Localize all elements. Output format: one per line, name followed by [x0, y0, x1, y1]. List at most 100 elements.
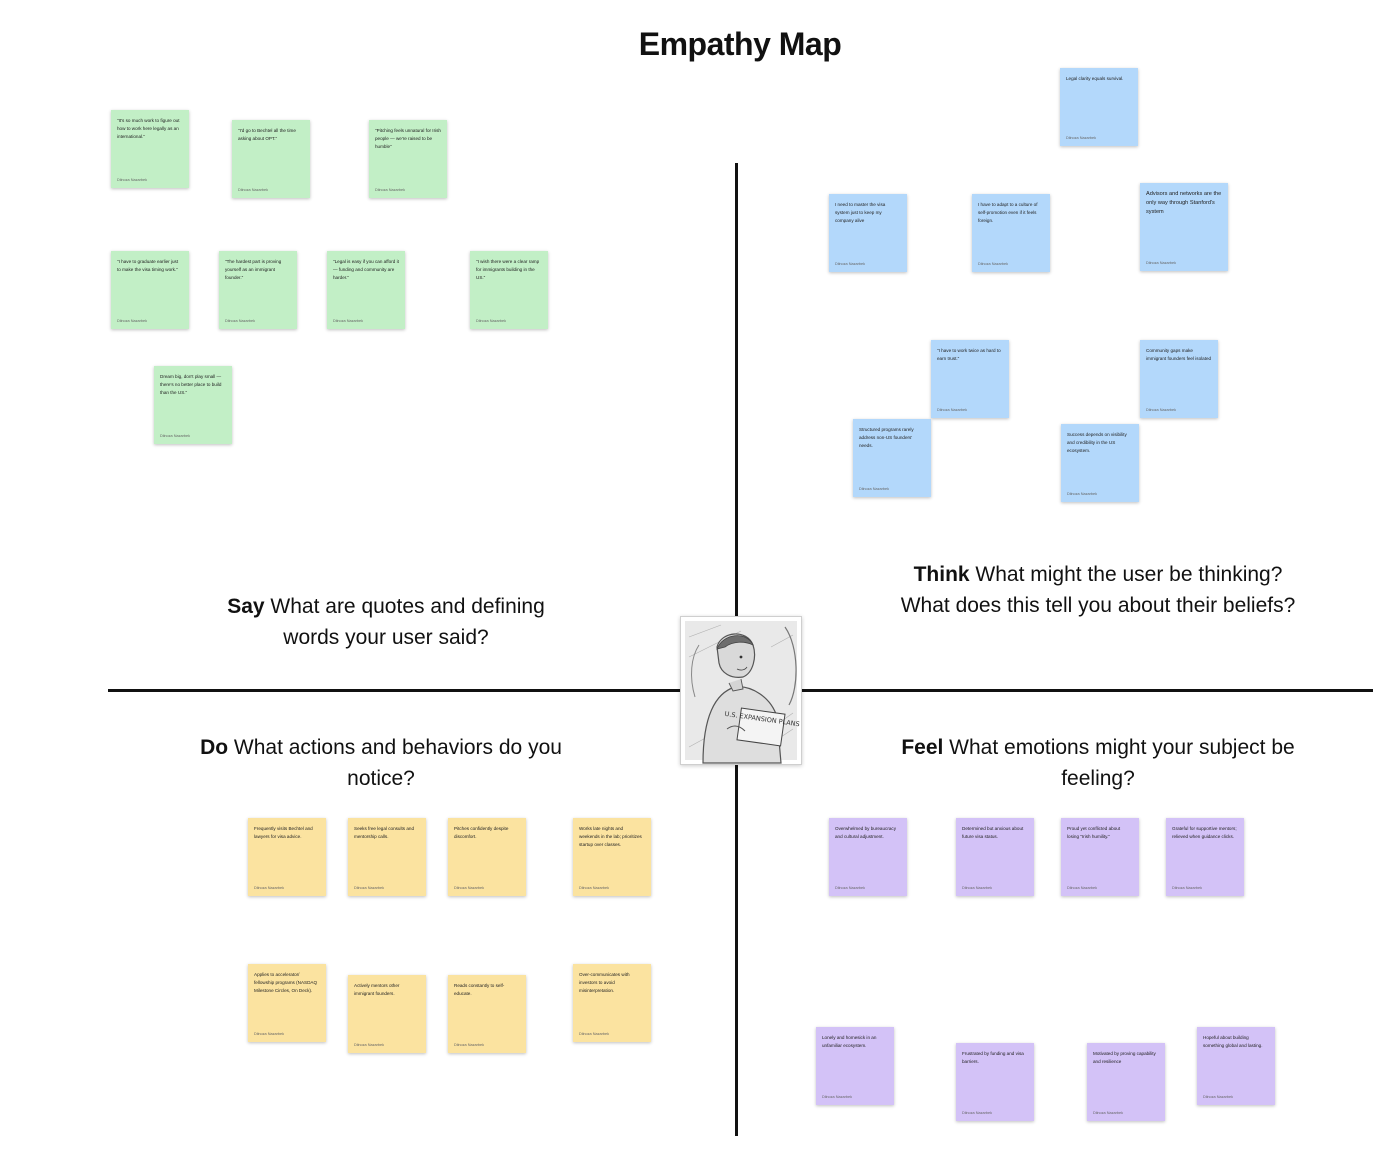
do-label-text: What actions and behaviors do you notice…	[228, 736, 562, 790]
think-note[interactable]: I need to master the visa system just to…	[829, 194, 907, 272]
note-text: "It's so much work to figure out how to …	[117, 118, 180, 139]
note-text: "Pitching feels unnatural for Irish peop…	[375, 128, 441, 149]
note-text: Dream big, don't play small — there's no…	[160, 374, 222, 395]
note-author: Dilnoza Nazarbek	[254, 1032, 284, 1036]
think-note[interactable]: Advisors and networks are the only way t…	[1140, 183, 1228, 271]
do-note[interactable]: Actively mentors other immigrant founder…	[348, 975, 426, 1053]
do-note[interactable]: Frequently visits Bechtel and lawyers fo…	[248, 818, 326, 896]
feel-note[interactable]: Overwhelmed by bureaucracy and cultural …	[829, 818, 907, 896]
note-author: Dilnoza Nazarbek	[962, 1111, 992, 1115]
note-text: Proud yet conflicted about losing "Irish…	[1067, 826, 1121, 839]
note-text: Grateful for supportive mentors; relieve…	[1172, 826, 1237, 839]
think-label-text: What might the user be thinking? What do…	[900, 563, 1296, 617]
note-author: Dilnoza Nazarbek	[822, 1095, 852, 1099]
feel-label-bold: Feel	[901, 736, 944, 759]
think-note[interactable]: Success depends on visibility and credib…	[1061, 424, 1139, 502]
note-author: Dilnoza Nazarbek	[454, 1043, 484, 1047]
note-text: Pitches confidently despite discomfort.	[454, 826, 509, 839]
do-note[interactable]: Pitches confidently despite discomfort. D…	[448, 818, 526, 896]
note-author: Dilnoza Nazarbek	[476, 319, 506, 323]
note-author: Dilnoza Nazarbek	[1067, 886, 1097, 890]
note-text: Seeks free legal consults and mentorship…	[354, 826, 415, 839]
note-text: Advisors and networks are the only way t…	[1146, 191, 1222, 215]
do-note[interactable]: Over-communicates with investors to avoi…	[573, 964, 651, 1042]
note-author: Dilnoza Nazarbek	[354, 1043, 384, 1047]
note-author: Dilnoza Nazarbek	[254, 886, 284, 890]
page-title: Empathy Map	[638, 26, 842, 62]
note-author: Dilnoza Nazarbek	[333, 319, 363, 323]
note-text: Motivated by proving capability and resi…	[1093, 1051, 1156, 1064]
feel-note[interactable]: Hopeful about building something global …	[1197, 1027, 1275, 1105]
feel-label: Feel What emotions might your subject be…	[900, 732, 1296, 794]
think-note[interactable]: Legal clarity equals survival.Dilnoza Na…	[1060, 68, 1138, 146]
say-label-text: What are quotes and defining words your …	[264, 595, 545, 649]
note-author: Dilnoza Nazarbek	[937, 408, 967, 412]
note-text: Applies to accelerator/ fellowship progr…	[254, 972, 318, 993]
note-author: Dilnoza Nazarbek	[160, 434, 190, 438]
note-author: Dilnoza Nazarbek	[859, 487, 889, 491]
note-text: Lonely and homesick in an unfamiliar eco…	[822, 1035, 877, 1048]
say-note[interactable]: "I'd go to Bechtel all the time asking a…	[232, 120, 310, 198]
note-text: Hopeful about building something global …	[1203, 1035, 1263, 1048]
think-note[interactable]: "I have to work twice as hard to earn tr…	[931, 340, 1009, 418]
horizontal-axis-left	[108, 689, 680, 692]
do-note[interactable]: Seeks free legal consults and mentorship…	[348, 818, 426, 896]
note-author: Dilnoza Nazarbek	[1172, 886, 1202, 890]
note-author: Dilnoza Nazarbek	[117, 319, 147, 323]
say-note[interactable]: "It's so much work to figure out how to …	[111, 110, 189, 188]
note-author: Dilnoza Nazarbek	[1093, 1111, 1123, 1115]
note-author: Dilnoza Nazarbek	[225, 319, 255, 323]
horizontal-axis-right	[800, 689, 1373, 692]
note-text: Community gaps make immigrant founders f…	[1146, 348, 1212, 361]
think-note[interactable]: Community gaps make immigrant founders f…	[1140, 340, 1218, 418]
say-note[interactable]: "The hardest part is proving yourself as…	[219, 251, 297, 329]
say-note[interactable]: "Pitching feels unnatural for Irish peop…	[369, 120, 447, 198]
say-note[interactable]: "Legal is easy if you can afford it — fu…	[327, 251, 405, 329]
think-label-bold: Think	[913, 563, 970, 586]
feel-note[interactable]: Determined but anxious about future visa…	[956, 818, 1034, 896]
note-author: Dilnoza Nazarbek	[375, 188, 405, 192]
feel-note[interactable]: Motivated by proving capability and resi…	[1087, 1043, 1165, 1121]
note-text: Over-communicates with investors to avoi…	[579, 972, 630, 993]
note-text: Determined but anxious about future visa…	[962, 826, 1024, 839]
note-author: Dilnoza Nazarbek	[1067, 492, 1097, 496]
note-author: Dilnoza Nazarbek	[579, 886, 609, 890]
do-note[interactable]: Reads constantly to self-educate. Dilnoza…	[448, 975, 526, 1053]
say-note[interactable]: "I have to graduate earlier just to make…	[111, 251, 189, 329]
note-author: Dilnoza Nazarbek	[117, 178, 147, 182]
persona-portrait[interactable]: U.S. EXPANSION PLANS	[680, 616, 802, 765]
do-note[interactable]: Works late nights and weekends in the la…	[573, 818, 651, 896]
note-text: I have to adapt to a culture of self-pro…	[978, 202, 1038, 223]
feel-note[interactable]: Grateful for supportive mentors; relieve…	[1166, 818, 1244, 896]
vertical-axis-bottom	[735, 763, 738, 1136]
say-label-bold: Say	[227, 595, 265, 618]
say-note[interactable]: Dream big, don't play small — there's no…	[154, 366, 232, 444]
note-text: "I have to work twice as hard to earn tr…	[937, 348, 1001, 361]
note-text: Legal clarity equals survival.	[1066, 76, 1124, 81]
note-author: Dilnoza Nazarbek	[1146, 261, 1176, 265]
note-author: Dilnoza Nazarbek	[835, 886, 865, 890]
note-text: Frequently visits Bechtel and lawyers fo…	[254, 826, 313, 839]
think-note[interactable]: Structured programs rarely address non-U…	[853, 419, 931, 497]
note-author: Dilnoza Nazarbek	[835, 262, 865, 266]
note-text: Reads constantly to self-educate.	[454, 983, 505, 996]
note-author: Dilnoza Nazarbek	[579, 1032, 609, 1036]
note-text: "The hardest part is proving yourself as…	[225, 259, 282, 280]
feel-note[interactable]: Frustrated by funding and visa barriers.…	[956, 1043, 1034, 1121]
note-author: Dilnoza Nazarbek	[978, 262, 1008, 266]
do-label: Do What actions and behaviors do you not…	[188, 732, 574, 794]
feel-note[interactable]: Lonely and homesick in an unfamiliar eco…	[816, 1027, 894, 1105]
think-note[interactable]: I have to adapt to a culture of self-pro…	[972, 194, 1050, 272]
persona-sketch: U.S. EXPANSION PLANS	[685, 621, 800, 764]
think-label: Think What might the user be thinking? W…	[900, 559, 1296, 621]
note-text: Overwhelmed by bureaucracy and cultural …	[835, 826, 897, 839]
feel-note[interactable]: Proud yet conflicted about losing "Irish…	[1061, 818, 1139, 896]
note-text: Structured programs rarely address non-U…	[859, 427, 914, 448]
note-author: Dilnoza Nazarbek	[454, 886, 484, 890]
note-text: I need to master the visa system just to…	[835, 202, 886, 223]
say-note[interactable]: "I wish there were a clear ramp for immi…	[470, 251, 548, 329]
note-author: Dilnoza Nazarbek	[962, 886, 992, 890]
say-label: Say What are quotes and defining words y…	[200, 591, 572, 653]
note-text: Works late nights and weekends in the la…	[579, 826, 642, 847]
do-note[interactable]: Applies to accelerator/ fellowship progr…	[248, 964, 326, 1042]
